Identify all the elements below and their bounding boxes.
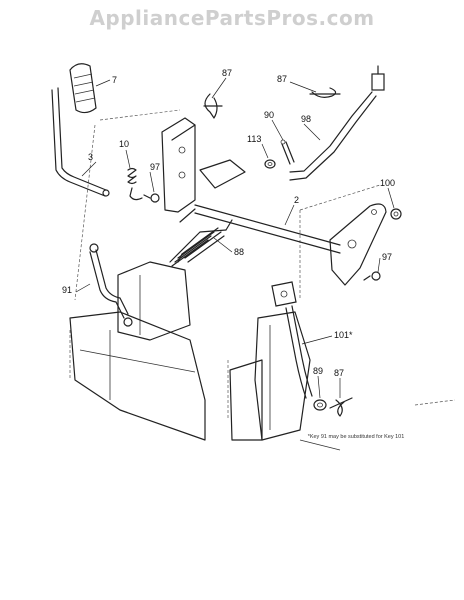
callout-3: 3 xyxy=(88,152,93,162)
callout-97-upper: 97 xyxy=(150,162,160,172)
shaft-part-2 xyxy=(179,204,341,254)
link-part-91 xyxy=(89,243,133,327)
bolt-part-97-lower xyxy=(363,271,381,281)
washer-part-113 xyxy=(264,159,276,169)
callout-91: 91 xyxy=(62,285,72,295)
callout-98: 98 xyxy=(301,114,311,124)
callout-100: 100 xyxy=(380,178,395,188)
footnote: *Key 91 may be substituted for Key 101 xyxy=(308,434,405,440)
callout-101: 101* xyxy=(334,330,353,340)
washer-part-89 xyxy=(313,399,327,411)
hairpin-clip-part-87-upper-left xyxy=(203,93,223,119)
hairpin-clip-part-87-lower xyxy=(329,397,353,417)
right-frame-bracket xyxy=(229,311,341,451)
callout-7: 7 xyxy=(112,75,117,85)
link-part-101 xyxy=(271,281,313,399)
spring-part-10 xyxy=(127,167,143,201)
callout-10: 10 xyxy=(119,139,129,149)
callout-2: 2 xyxy=(294,195,299,205)
cotter-pin-part-90 xyxy=(280,139,295,165)
deck-outline xyxy=(69,109,456,420)
callout-87-lower: 87 xyxy=(334,368,344,378)
callout-87-top-right: 87 xyxy=(277,74,287,84)
nut-part-100 xyxy=(390,208,402,220)
callout-88: 88 xyxy=(234,247,244,257)
watermark-text: AppliancePartsPros.com xyxy=(89,6,375,30)
right-arm-bracket xyxy=(329,203,387,286)
hairpin-clip-part-87-upper-right xyxy=(309,87,341,98)
grip-part-7 xyxy=(69,63,97,114)
callout-89: 89 xyxy=(313,366,323,376)
callout-113: 113 xyxy=(247,134,261,144)
callout-87-top-left: 87 xyxy=(222,68,232,78)
spring-part-88 xyxy=(169,219,233,267)
center-bracket xyxy=(161,117,246,213)
left-frame-bracket xyxy=(69,261,206,441)
callout-97-lower: 97 xyxy=(382,252,392,262)
bolt-part-97-upper xyxy=(143,193,160,203)
leader-lines xyxy=(75,77,395,399)
callout-90: 90 xyxy=(264,110,274,120)
lever-part-3 xyxy=(51,87,110,197)
rod-part-98 xyxy=(289,65,385,181)
